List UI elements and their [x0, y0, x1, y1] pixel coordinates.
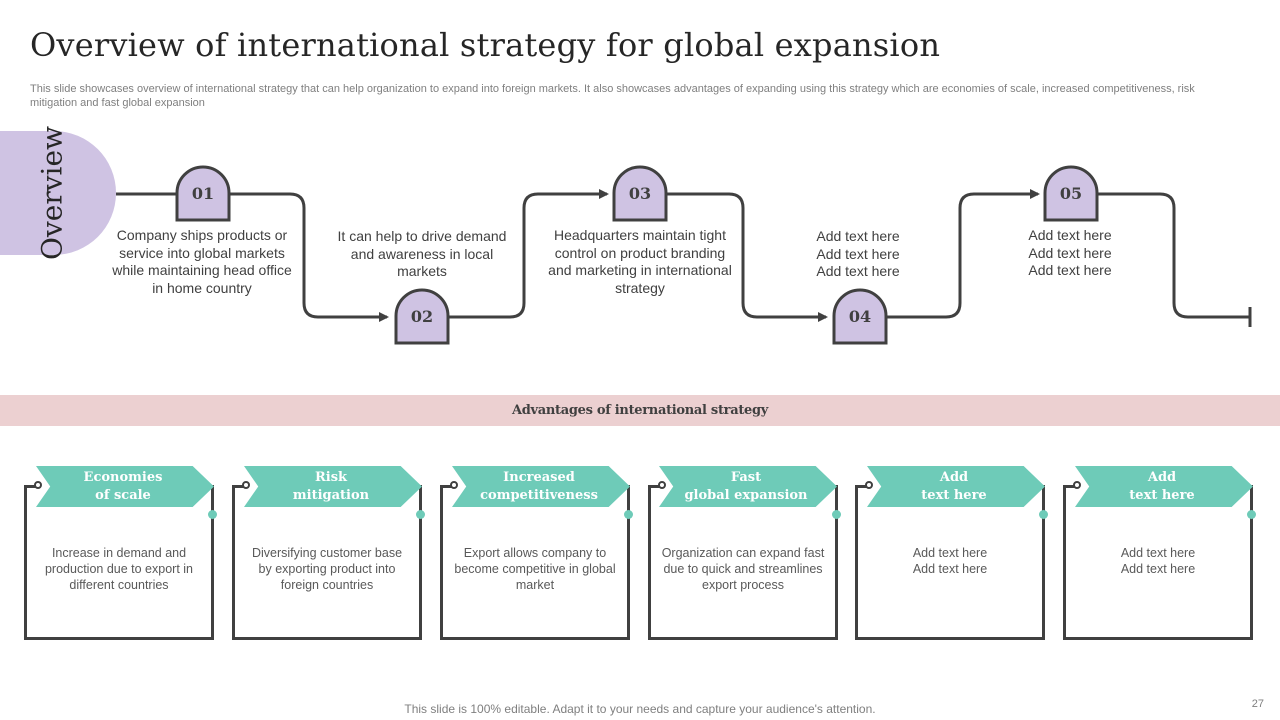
- overview-tab: Overview: [0, 126, 116, 260]
- advantage-heading-1: Economies of scale: [83, 470, 163, 503]
- advantages-band: Advantages of international strategy: [0, 395, 1280, 426]
- accent-dot: [208, 510, 217, 519]
- advantage-heading-5: Add text here: [921, 470, 987, 503]
- advantages-title: Advantages of international strategy: [511, 403, 769, 418]
- step-badge-05: [1043, 165, 1099, 222]
- connector-dot: [242, 481, 250, 489]
- page-subtitle: This slide showcases overview of interna…: [30, 83, 1195, 109]
- page-title: Overview of international strategy for g…: [30, 26, 941, 64]
- accent-dot: [624, 510, 633, 519]
- page-number: 27: [1251, 698, 1264, 710]
- step-text-05: Add text here Add text here Add text her…: [1028, 227, 1112, 278]
- step-number-05: 05: [1059, 184, 1083, 203]
- advantage-card-1: Increase in demand and production due to…: [24, 481, 217, 640]
- advantage-body-4: Organization can expand fast due to quic…: [661, 546, 825, 592]
- advantage-heading-4: Fast global expansion: [684, 470, 808, 503]
- footer-note: This slide is 100% editable. Adapt it to…: [404, 702, 876, 716]
- advantage-heading-banner-1: Economies of scale: [36, 466, 214, 507]
- step-text-03: Headquarters maintain tight control on p…: [548, 227, 732, 296]
- accent-dot: [832, 510, 841, 519]
- step-text-02: It can help to drive demand and awarenes…: [337, 228, 507, 279]
- step-text-04: Add text here Add text here Add text her…: [816, 228, 900, 279]
- advantage-heading-banner-2: Risk mitigation: [244, 466, 422, 507]
- advantage-body-3: Export allows company to become competit…: [454, 546, 616, 592]
- advantage-body-1: Increase in demand and production due to…: [44, 546, 194, 592]
- process-flow-line: [116, 165, 1252, 345]
- advantage-heading-3: Increased competitiveness: [480, 470, 598, 503]
- step-number-01: 01: [191, 184, 215, 203]
- advantage-card-2: Diversifying customer base by exporting …: [232, 481, 425, 640]
- advantage-card-4: Organization can expand fast due to quic…: [648, 481, 841, 640]
- advantage-heading-banner-4: Fast global expansion: [659, 466, 837, 507]
- advantage-heading-6: Add text here: [1129, 470, 1195, 503]
- advantage-heading-banner-6: Add text here: [1075, 466, 1253, 507]
- advantage-card-5: Add text here Add text here: [855, 481, 1048, 640]
- step-badge-04: [832, 288, 888, 345]
- step-badge-03: [612, 165, 668, 222]
- advantage-heading-banner-3: Increased competitiveness: [452, 466, 630, 507]
- step-badge-02: [394, 288, 450, 345]
- advantage-body-5: Add text here Add text here: [912, 546, 988, 576]
- step-number-04: 04: [848, 307, 872, 326]
- step-badge-01: [175, 165, 231, 222]
- accent-dot: [416, 510, 425, 519]
- connector-dot: [658, 481, 666, 489]
- connector-dot: [865, 481, 873, 489]
- connector-dot: [450, 481, 458, 489]
- advantage-heading-2: Risk mitigation: [292, 470, 370, 503]
- advantage-body-6: Add text here Add text here: [1120, 546, 1196, 576]
- advantage-card-6: Add text here Add text here: [1063, 481, 1256, 640]
- accent-dot: [1039, 510, 1048, 519]
- connector-dot: [34, 481, 42, 489]
- step-number-02: 02: [410, 307, 434, 326]
- connector-dot: [1073, 481, 1081, 489]
- step-text-01: Company ships products or service into g…: [112, 227, 292, 296]
- advantage-body-2: Diversifying customer base by exporting …: [251, 546, 403, 592]
- advantage-heading-banner-5: Add text here: [867, 466, 1045, 507]
- advantage-card-3: Export allows company to become competit…: [440, 481, 633, 640]
- step-number-03: 03: [628, 184, 652, 203]
- accent-dot: [1247, 510, 1256, 519]
